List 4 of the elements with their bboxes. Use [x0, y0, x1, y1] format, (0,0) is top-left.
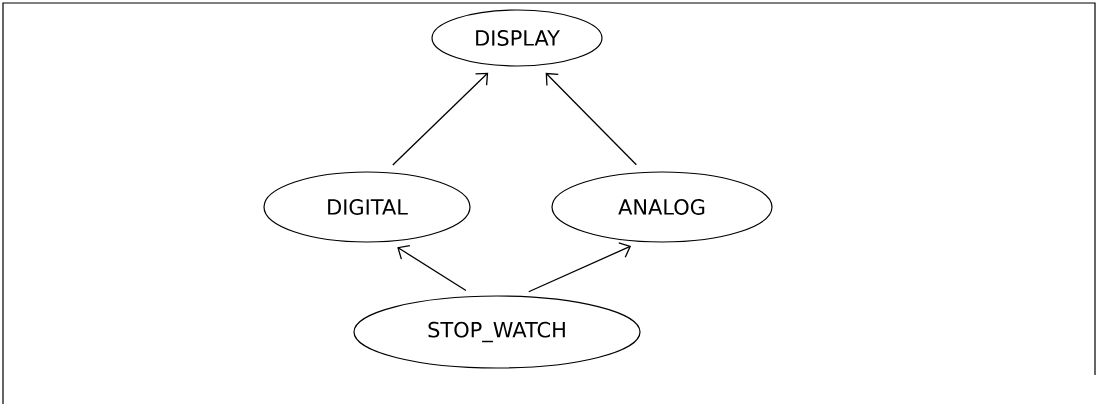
arrow [397, 245, 467, 292]
arrow [545, 72, 637, 166]
arrow [392, 72, 489, 166]
arrow [528, 242, 632, 293]
